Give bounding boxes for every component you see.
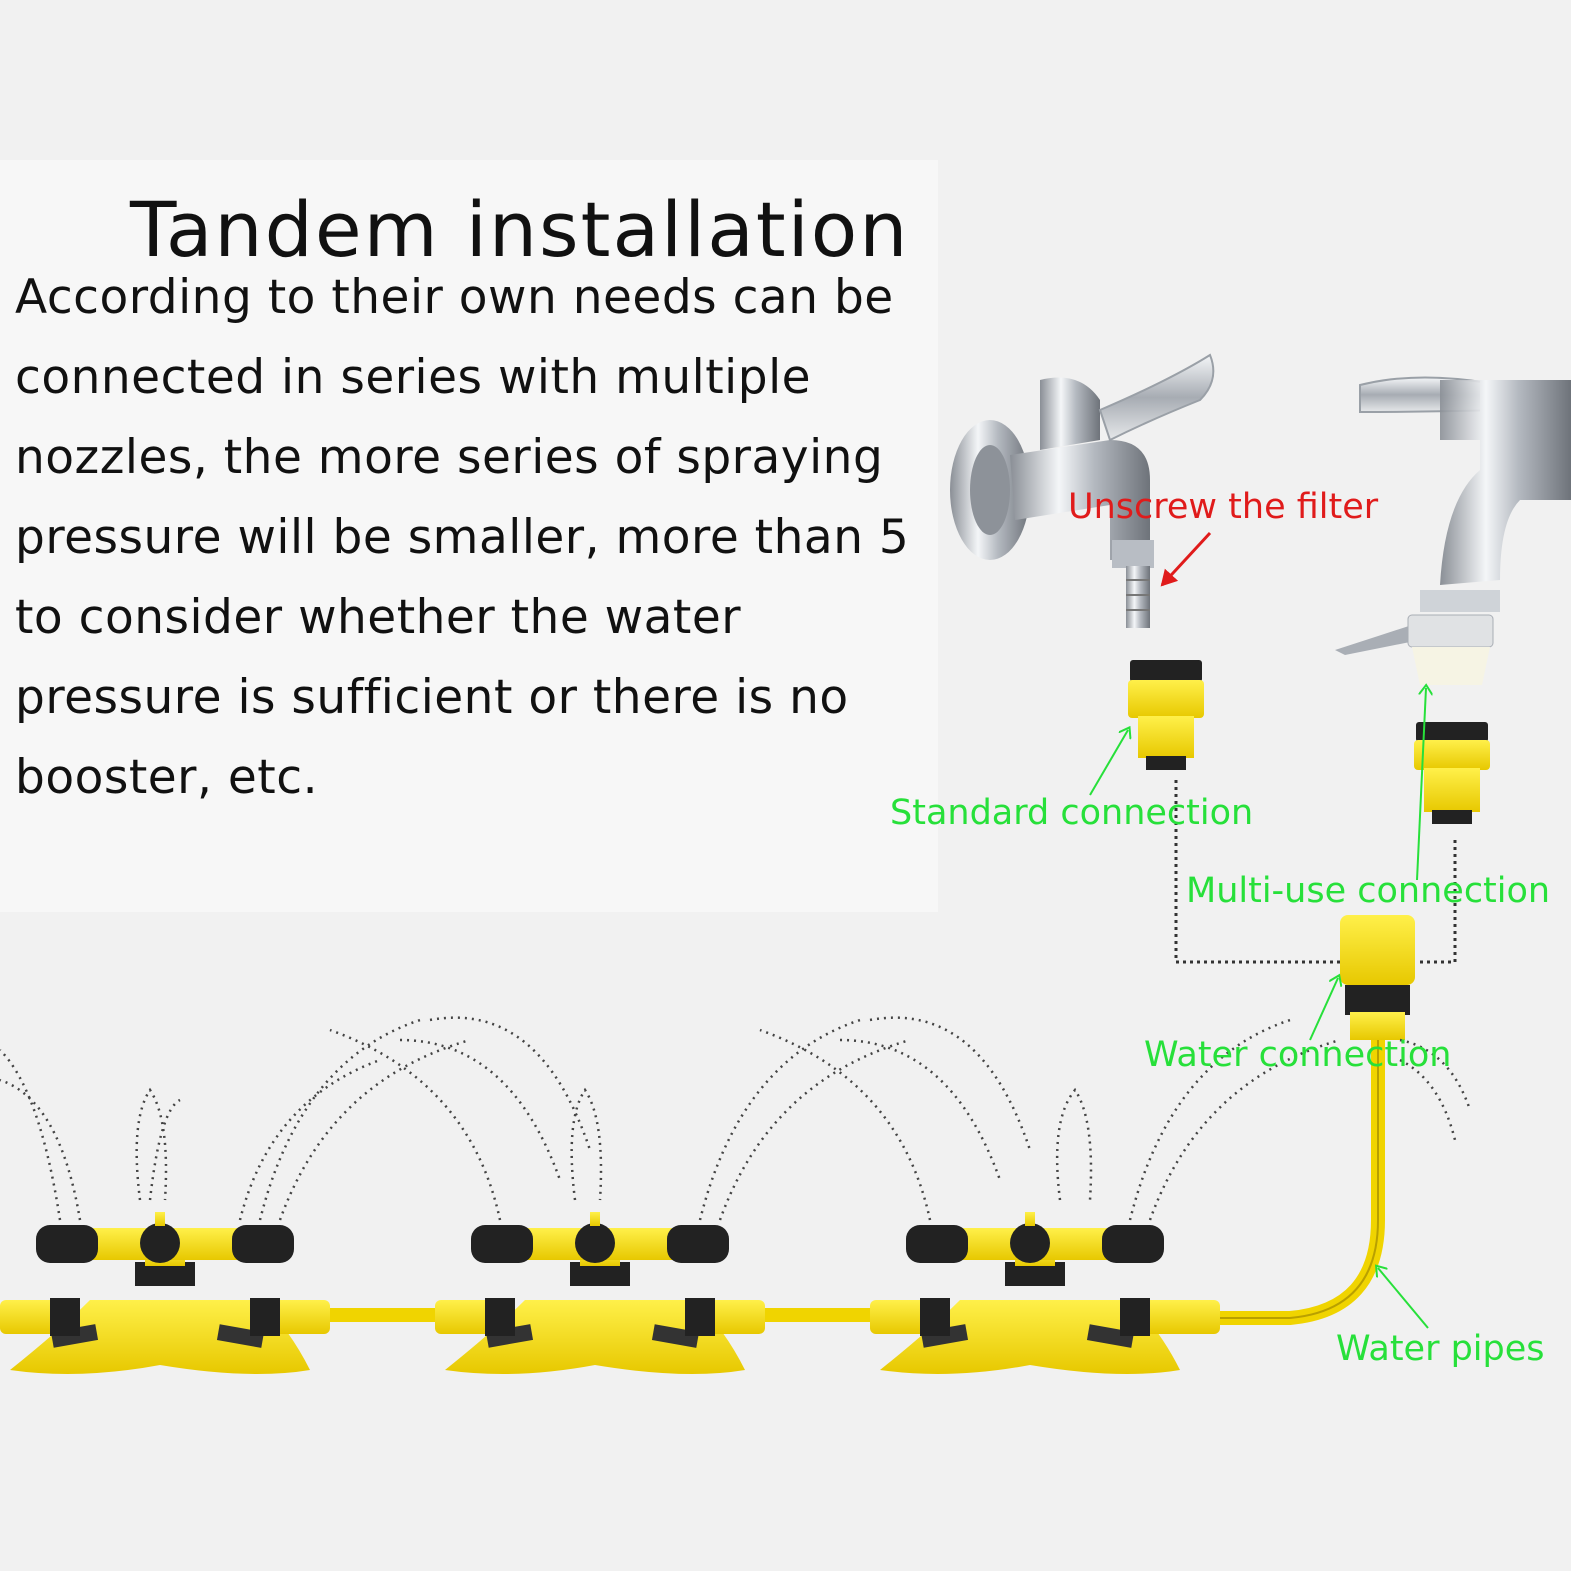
label-water-pipes: Water pipes [1336,1329,1545,1369]
description-line: pressure is sufficient or there is no [15,670,849,725]
arrow-icon [1378,1268,1429,1329]
description-line: booster, etc. [15,750,319,805]
text-panel [0,160,938,912]
description-line: pressure will be smaller, more than 5 [15,510,910,565]
hose-connector-icon [1340,915,1415,1040]
arrow-icon [1309,978,1338,1041]
sprinkler-icon [435,1212,765,1374]
water-spray [0,1016,1472,1221]
hose-connector-icon [1128,660,1204,770]
label-standard-connection: Standard connection [890,793,1253,833]
description: According to their own needs can be conn… [15,258,925,818]
description-line: According to their own needs can be [15,270,894,325]
label-unscrew-filter: Unscrew the filter [1068,487,1379,527]
description-line: to consider whether the water [15,590,742,645]
arrow-icon [1089,730,1128,796]
sprinkler-icon [0,1212,330,1374]
hose-connector-icon [1335,614,1494,824]
page-title: Tandem installation [130,185,910,274]
faucet-icon [1359,376,1571,612]
arrow-icon [1416,688,1426,881]
label-water-connection: Water connection [1144,1035,1451,1075]
sprinkler-icon [870,1212,1220,1374]
faucet-icon [950,353,1215,628]
arrow-icon [1160,531,1212,587]
description-line: connected in series with multiple [15,350,812,405]
label-multi-use-connection: Multi-use connection [1186,871,1550,911]
description-line: nozzles, the more series of spraying [15,430,884,485]
